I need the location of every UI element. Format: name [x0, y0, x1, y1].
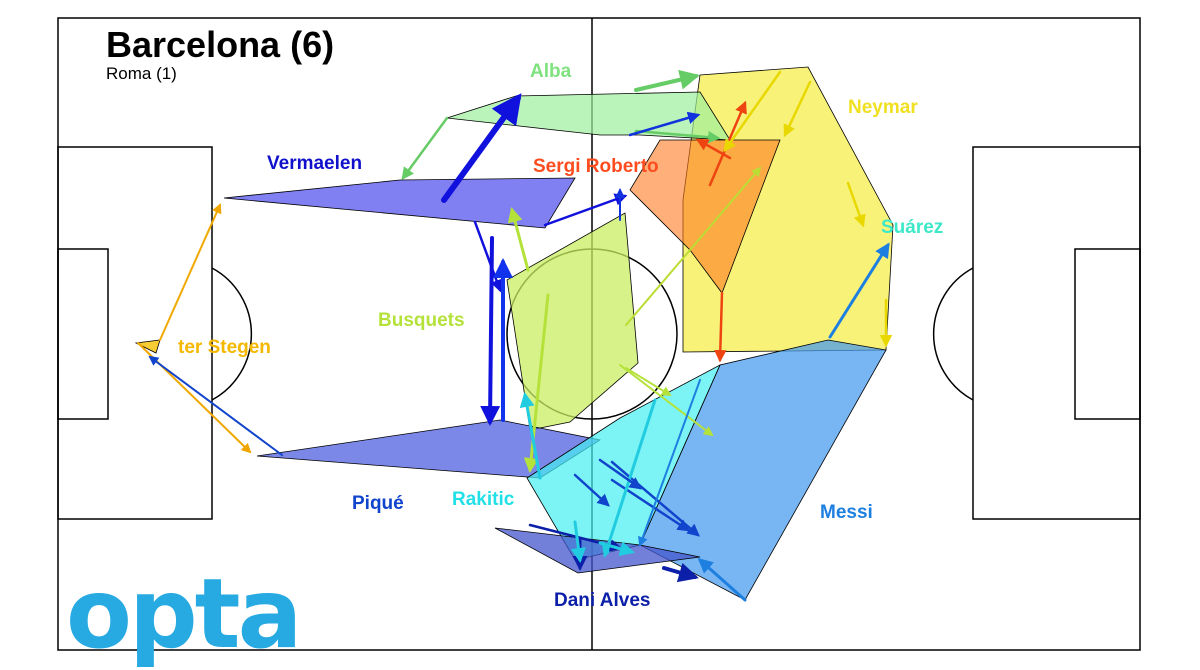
- opta-logo: opta: [66, 558, 302, 670]
- player-label-busquets: Busquets: [378, 310, 465, 331]
- pass-arrow: [695, 138, 732, 160]
- pass-arrow: [628, 111, 701, 137]
- player-label-messi: Messi: [820, 502, 873, 523]
- left-penalty-arc: [211, 267, 253, 401]
- page-title: Barcelona (6): [106, 24, 335, 65]
- pass-arrow: [610, 478, 691, 532]
- zone-ter-stegen: [134, 339, 161, 354]
- zone-dani-alves: [494, 527, 701, 574]
- page-subtitle: Roma (1): [106, 64, 177, 83]
- left-penalty-box: [57, 146, 213, 520]
- player-zones: [134, 66, 894, 601]
- right-penalty-arc: [932, 267, 974, 401]
- player-label-alba: Alba: [530, 61, 572, 82]
- player-label-rakitic: Rakitic: [452, 489, 515, 510]
- pass-arrow: [828, 242, 890, 339]
- zone-sergi-roberto: [629, 139, 781, 294]
- player-label-pique: Piqué: [352, 493, 404, 514]
- pass-arrow: [507, 207, 530, 272]
- pass-arrow: [473, 220, 503, 293]
- pass-arrow: [634, 129, 721, 144]
- pass-arrow: [148, 355, 283, 456]
- pass-arrow: [638, 379, 701, 547]
- pass-arrow: [159, 203, 222, 341]
- pass-arrow: [625, 166, 762, 326]
- pass-arrow: [573, 473, 610, 507]
- pass-arrow: [598, 541, 635, 556]
- right-penalty-box: [972, 146, 1141, 520]
- player-label-suarez: Suárez: [881, 217, 944, 238]
- pass-arrow: [610, 460, 700, 537]
- player-label-sergi-roberto: Sergi Roberto: [533, 156, 659, 177]
- pass-arrows: [137, 69, 893, 602]
- pass-arrow: [570, 520, 586, 563]
- pass-arrow: [634, 69, 700, 92]
- right-six-yard-box: [1074, 248, 1141, 420]
- player-label-vermaelen: Vermaelen: [267, 153, 363, 174]
- left-six-yard-box: [57, 248, 109, 420]
- pass-arrow: [519, 392, 542, 480]
- pass-arrow: [723, 70, 782, 153]
- player-label-dani-alves: Dani Alves: [554, 590, 651, 611]
- zone-messi: [639, 339, 887, 601]
- pass-arrow: [619, 364, 714, 437]
- pass-arrow: [401, 116, 449, 181]
- pass-arrow: [662, 562, 699, 583]
- pass-arrow: [625, 367, 672, 397]
- pass-arrow: [714, 291, 727, 363]
- pass-arrow: [543, 193, 628, 227]
- pass-arrow: [846, 181, 866, 228]
- pass-arrow: [441, 93, 522, 203]
- pass-arrow: [697, 558, 747, 602]
- player-label-ter-stegen: ter Stegen: [178, 337, 271, 358]
- pass-arrow: [480, 236, 501, 426]
- zone-vermaelen: [223, 177, 576, 229]
- pass-arrow: [598, 458, 643, 490]
- player-label-neymar: Neymar: [848, 97, 918, 118]
- pass-arrow: [783, 80, 812, 138]
